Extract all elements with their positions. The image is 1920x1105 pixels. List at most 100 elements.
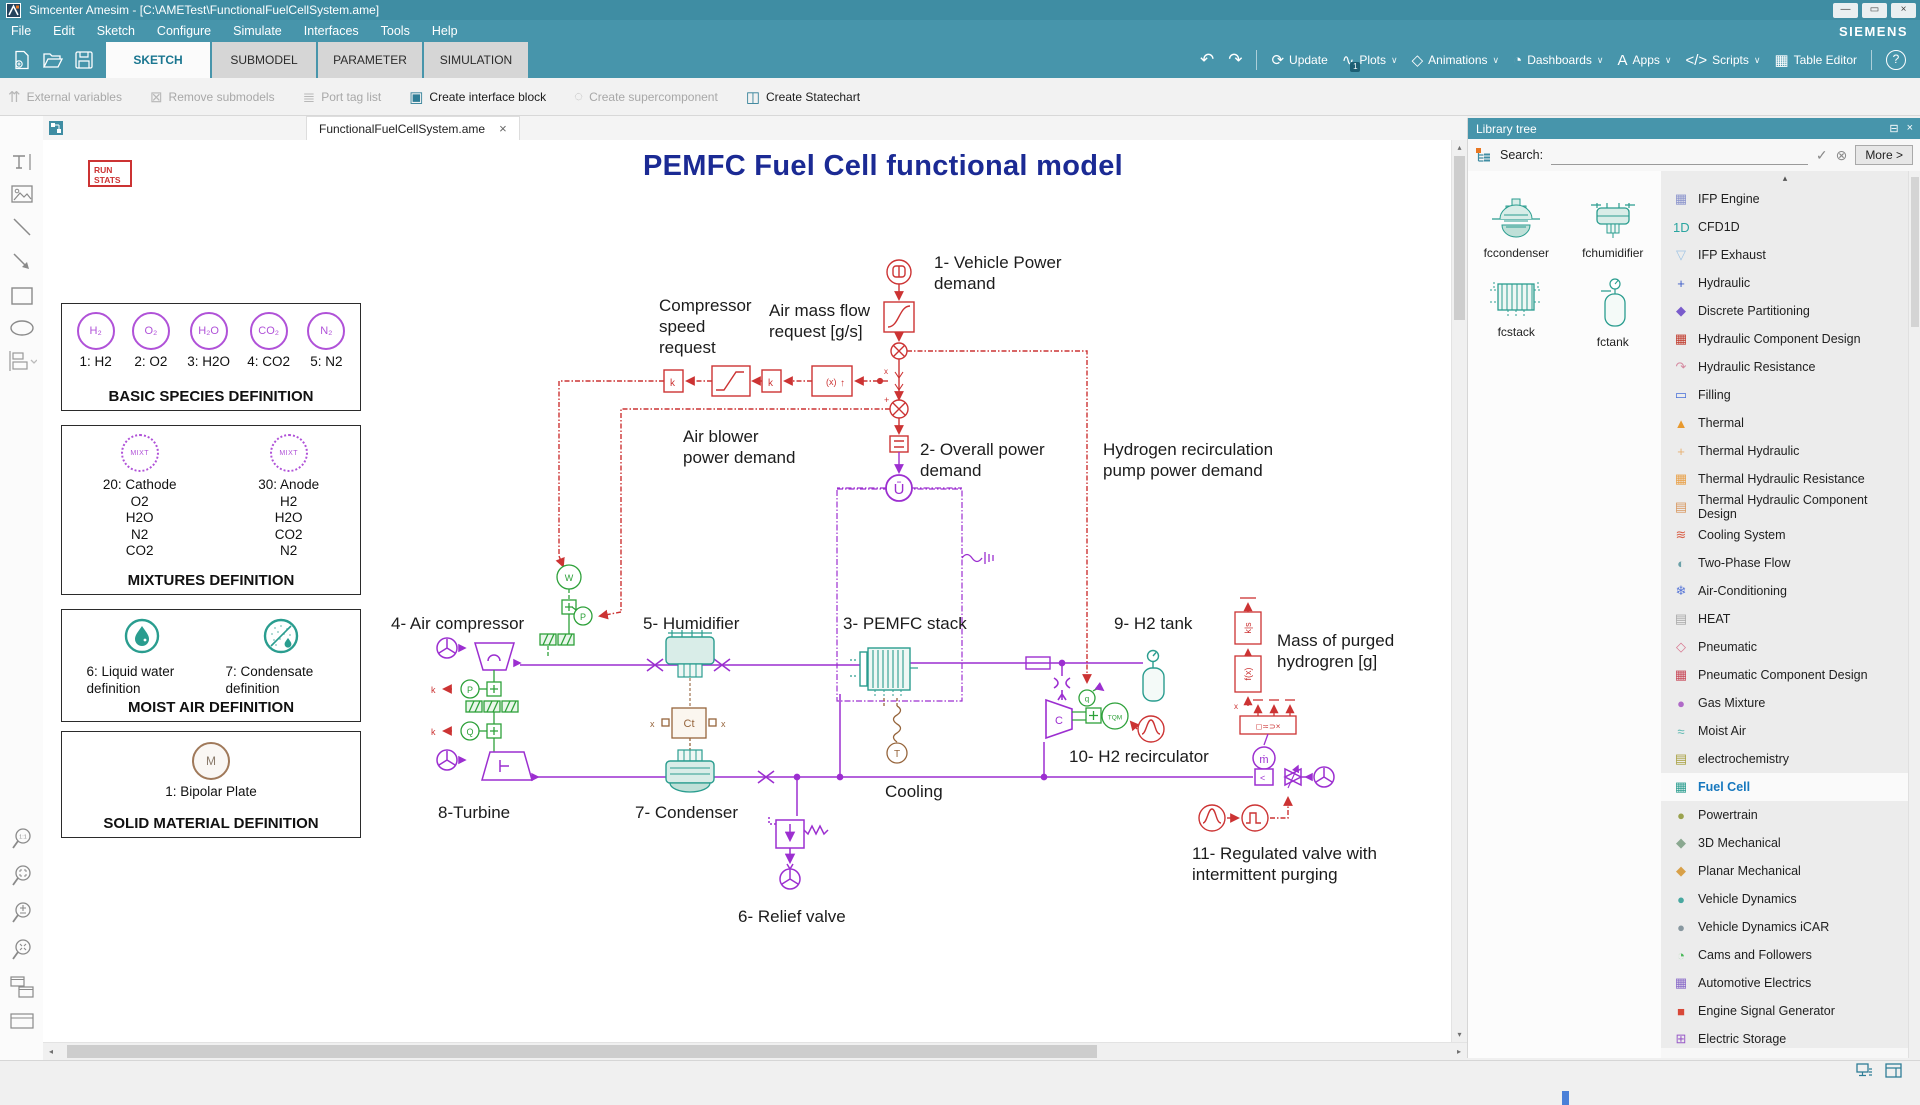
zoom-in-out-icon[interactable] — [10, 901, 34, 925]
sketch-tool-button[interactable]: ≣ Port tag list — [302, 88, 382, 106]
text-tool-icon[interactable] — [11, 152, 33, 172]
chevron-down-icon[interactable]: ∨ — [1753, 54, 1761, 65]
species-item[interactable]: O₂ 2: O2 — [131, 312, 170, 369]
save-icon[interactable] — [74, 50, 94, 70]
scroll-up-icon[interactable]: ▴ — [1457, 143, 1462, 152]
gain-k-block[interactable]: k — [761, 369, 782, 393]
library-item[interactable]: ≈ Moist Air — [1661, 717, 1909, 745]
arrow-tool-icon[interactable] — [11, 251, 33, 273]
library-scrollbar[interactable] — [1908, 171, 1920, 1058]
minimize-button[interactable]: — — [1833, 2, 1858, 18]
maximize-button[interactable]: ▭ — [1862, 2, 1887, 18]
menu-item[interactable]: File — [11, 24, 32, 38]
search-clear-icon[interactable]: ⊗ — [1835, 146, 1848, 163]
library-item[interactable]: + Thermal Hydraulic — [1661, 437, 1909, 465]
saturation-block[interactable] — [711, 365, 751, 397]
species-item[interactable]: H₂ 1: H2 — [76, 312, 115, 369]
window-layout-icon[interactable] — [1885, 1063, 1902, 1078]
species-icon[interactable]: CO₂ — [249, 312, 288, 350]
library-item[interactable]: ▲ Thermal — [1674, 415, 1744, 431]
air-compressor-group[interactable]: P Q — [436, 637, 540, 782]
redo-icon[interactable]: ↷ — [1228, 50, 1243, 69]
open-file-icon[interactable] — [42, 50, 64, 70]
quick-tool-button[interactable]: </> Scripts ∨ — [1685, 51, 1761, 69]
model-diagram[interactable]: x + (x)↑ k k k k — [43, 140, 1467, 1042]
library-tree-icon[interactable] — [1476, 147, 1492, 163]
species-icon[interactable]: H₂ — [76, 312, 115, 350]
condenser-component[interactable] — [665, 749, 715, 793]
limiter-block[interactable] — [889, 435, 909, 453]
chevron-down-icon[interactable]: ∨ — [1391, 54, 1398, 65]
solid-material-icon[interactable]: M — [192, 742, 230, 780]
palette-item-fcstack[interactable]: fcstack — [1468, 278, 1565, 349]
help-button[interactable]: ? — [1886, 50, 1906, 70]
liquid-water-item[interactable]: 6: Liquid water definition — [87, 618, 197, 697]
rectangle-tool-icon[interactable] — [10, 286, 34, 306]
mixture-item[interactable]: MIXT 20: Cathode O2 H2O N2 CO2 — [103, 434, 176, 560]
network-status-icon[interactable] — [1856, 1063, 1873, 1078]
bottom-panel-icon[interactable] — [9, 1012, 35, 1030]
gain-k-block[interactable]: k — [663, 369, 684, 393]
new-file-icon[interactable] — [12, 50, 32, 70]
chevron-down-icon[interactable]: ∨ — [1596, 54, 1604, 65]
mode-tab[interactable]: SKETCH — [106, 42, 210, 78]
sketch-canvas[interactable]: RUN STATS PEMFC Fuel Cell functional mod… — [43, 140, 1467, 1042]
library-item[interactable]: ⊞ Electric Storage — [1661, 1025, 1909, 1048]
run-stats-block[interactable]: RUN STATS — [88, 160, 132, 187]
cascade-windows-icon[interactable] — [9, 975, 35, 999]
voltage-source[interactable]: Ū — [885, 474, 913, 502]
zoom-selection-icon[interactable] — [10, 864, 34, 888]
quick-tool-button[interactable]: ⟳ Update ∨ — [1271, 52, 1328, 69]
library-item[interactable]: ● Vehicle Dynamics — [1661, 885, 1909, 913]
fcstack-component[interactable] — [850, 647, 918, 698]
mode-tab[interactable]: SIMULATION — [424, 42, 528, 78]
library-item[interactable]: ▦ Thermal Hydraulic Resistance — [1674, 471, 1865, 486]
list-scroll-up-icon[interactable]: ▴ — [1782, 173, 1788, 183]
canvas-hscrollbar[interactable]: ◂ ▸ — [43, 1042, 1467, 1060]
species-icon[interactable]: H₂O — [189, 312, 228, 350]
library-item[interactable]: ▤ HEAT — [1674, 611, 1731, 626]
image-tool-icon[interactable] — [10, 185, 33, 203]
purge-measurement-chain[interactable]: k|s f(x) x ◻≍⊃× — [1234, 597, 1297, 735]
species-icon[interactable]: O₂ — [131, 312, 170, 350]
library-item[interactable]: ≋ Cooling System — [1661, 521, 1909, 549]
library-item[interactable]: ▦ Fuel Cell — [1661, 773, 1909, 801]
canvas-vscrollbar[interactable]: ▴ ▾ — [1451, 140, 1467, 1042]
signal-sources[interactable] — [1129, 715, 1293, 832]
library-item[interactable]: ▽ IFP Exhaust — [1661, 241, 1909, 269]
library-item[interactable]: ▤ Thermal Hydraulic Component Design — [1674, 493, 1868, 521]
library-item[interactable]: ■ Engine Signal Generator — [1661, 997, 1909, 1025]
library-item[interactable]: ◐ Two-Phase Flow — [1661, 549, 1909, 577]
condensate-item[interactable]: 7: Condensate definition — [226, 618, 336, 697]
scroll-down-icon[interactable]: ▾ — [1457, 1030, 1462, 1039]
sketch-tool-button[interactable]: ◫ Create Statechart — [745, 88, 861, 106]
sketch-tool-button[interactable]: ⊠ Remove submodels — [149, 88, 275, 106]
library-item[interactable]: ▦ IFP Engine — [1674, 191, 1760, 206]
vehicle-power-source[interactable] — [886, 259, 912, 285]
menu-item[interactable]: Tools — [380, 24, 410, 38]
tab-close-icon[interactable]: × — [499, 121, 507, 136]
relief-valve-component[interactable] — [768, 817, 829, 890]
mode-tab[interactable]: SUBMODEL — [212, 42, 316, 78]
vscroll-thumb[interactable] — [1454, 156, 1465, 320]
purge-valve-group[interactable]: ṁ < — [1252, 733, 1335, 789]
palette-item-fccondenser[interactable]: fccondenser — [1468, 197, 1565, 260]
quick-tool-button[interactable]: ◔ Dashboards ∨ — [1513, 51, 1604, 69]
more-button[interactable]: More > — [1855, 145, 1913, 165]
menu-item[interactable]: Help — [431, 24, 458, 38]
scroll-right-icon[interactable]: ▸ — [1456, 1047, 1461, 1056]
undo-icon[interactable]: ↶ — [1199, 50, 1215, 69]
quick-tool-button[interactable]: ▦ Table Editor ∨ — [1774, 52, 1857, 69]
menu-item[interactable]: Interfaces — [303, 24, 359, 38]
library-item[interactable]: + Hydraulic — [1661, 269, 1909, 297]
search-input[interactable] — [1551, 145, 1808, 165]
species-icon[interactable]: N₂ — [307, 312, 346, 350]
palette-item-fchumidifier[interactable]: fchumidifier — [1565, 197, 1662, 260]
sum-junction[interactable] — [889, 399, 909, 419]
library-item[interactable]: ❄ Air-Conditioning — [1661, 577, 1909, 605]
library-item[interactable]: ↷ Hydraulic Resistance — [1661, 353, 1909, 381]
library-item[interactable]: ● Powertrain — [1661, 801, 1909, 829]
line-tool-icon[interactable] — [11, 216, 33, 238]
library-item[interactable]: ▦ Pneumatic Component Design — [1674, 667, 1868, 682]
